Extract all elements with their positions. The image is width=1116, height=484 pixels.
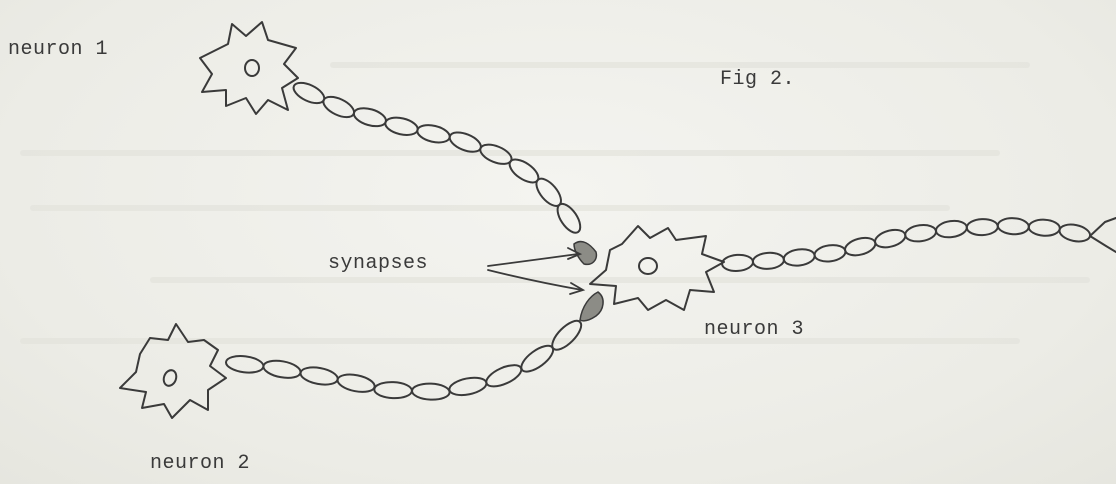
axon-neuron-1-segment — [553, 200, 585, 236]
axon-neuron-3-segment — [752, 252, 784, 270]
axon-neuron-2-segment — [336, 372, 376, 395]
axon-neuron-2-segment — [299, 365, 339, 387]
neuron-2-nucleus — [162, 368, 179, 387]
neuron-1-body — [200, 22, 298, 114]
axon-neuron-3-segment — [997, 217, 1029, 235]
axon-neuron-2-segment — [448, 375, 488, 398]
synapse-arrow-upper — [488, 254, 578, 266]
axon-neuron-3-segment — [904, 223, 937, 243]
axon-neuron-1-segment — [320, 93, 357, 122]
figure-label: Fig 2. — [720, 68, 795, 91]
axon-neuron-1-segment — [352, 105, 388, 130]
axon-neuron-2-segment — [483, 361, 524, 391]
synapse-terminal-lower — [580, 292, 603, 321]
axon-neuron-2-segment — [374, 381, 412, 398]
axon-neuron-3-segment — [873, 227, 907, 250]
axon-neuron-3-segment — [721, 254, 753, 272]
synapses-label: synapses — [328, 252, 428, 275]
axon-neuron-1-segment — [447, 129, 484, 156]
axon-neuron-1-segment — [384, 115, 420, 138]
axon-segments — [225, 79, 1092, 401]
axon-neuron-3-segment — [783, 247, 816, 267]
axon-neuron-2-segment — [225, 354, 264, 374]
axon-neuron-3-segment — [843, 235, 877, 258]
axon-neuron-3-segment — [966, 218, 998, 235]
neuron-1-label: neuron 1 — [8, 38, 108, 61]
neuron-2-label: neuron 2 — [150, 452, 250, 475]
synapse-arrow-lower — [488, 270, 582, 290]
neuron-1-nucleus — [245, 60, 259, 76]
axon-neuron-2-segment — [412, 383, 450, 400]
axon-neuron-3-segment — [814, 243, 847, 263]
neuron-3-nucleus — [639, 258, 657, 274]
neuron-3-label: neuron 3 — [704, 318, 804, 341]
axon-terminal — [1090, 236, 1116, 252]
axon-neuron-2-segment — [548, 316, 586, 354]
axon-neuron-3-segment — [935, 219, 968, 239]
axon-neuron-3-segment — [1028, 219, 1060, 237]
axon-terminal — [1090, 218, 1116, 236]
axon-neuron-3-segment — [1058, 222, 1092, 244]
axon-neuron-1-segment — [291, 79, 328, 108]
axon-neuron-1-segment — [416, 122, 452, 145]
axon-neuron-2-segment — [517, 341, 557, 376]
axon-neuron-2-segment — [262, 358, 302, 380]
